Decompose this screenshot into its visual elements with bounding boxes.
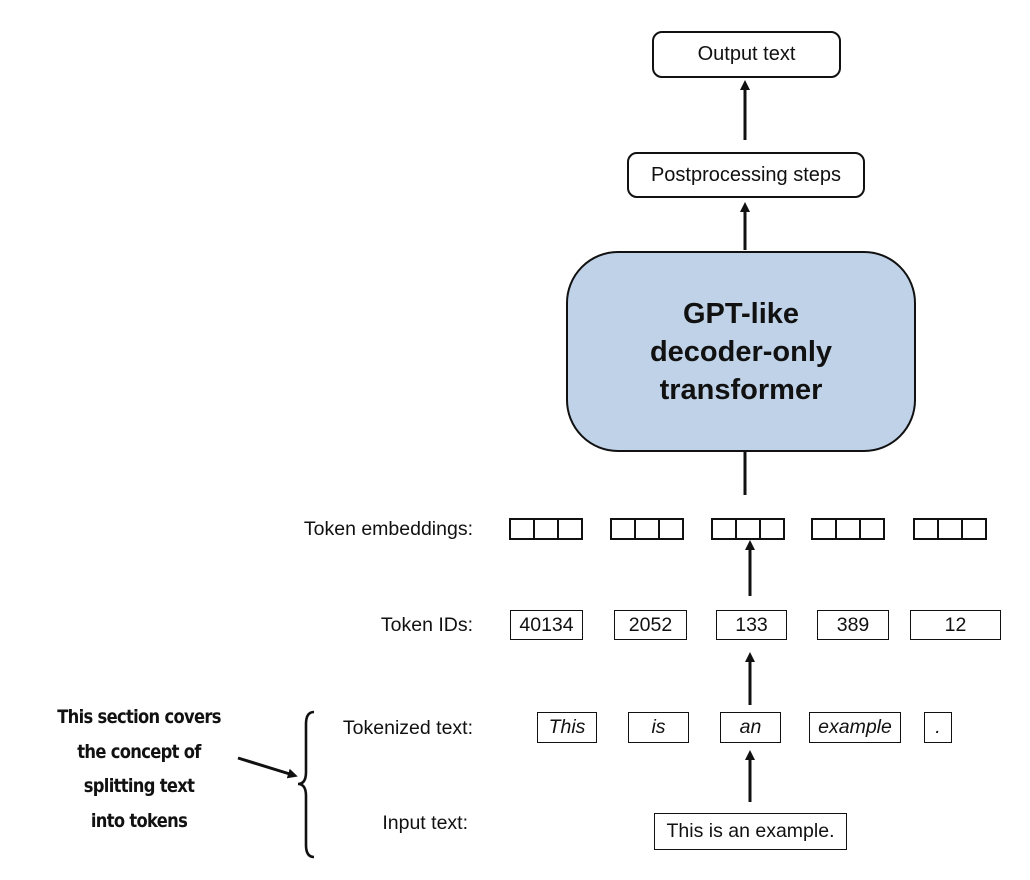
section-note: This section covers the concept of split… [37, 700, 242, 838]
token-box: This [537, 712, 597, 743]
token-id-box: 389 [817, 610, 889, 640]
embedding-cell [759, 518, 785, 540]
transformer-box: GPT-like decoder-only transformer [566, 251, 916, 452]
transformer-line-3: transformer [659, 373, 823, 406]
embedding-cell [634, 518, 660, 540]
arrow-note [237, 756, 298, 779]
note-line-4: into tokens [90, 809, 188, 832]
token-id-box: 2052 [614, 610, 687, 640]
label-tokenized-text: Tokenized text: [342, 717, 473, 739]
embedding-vector [610, 518, 684, 540]
note-line-2: the concept of [77, 740, 201, 763]
note-line-3: splitting text [83, 775, 195, 797]
embedding-cell [961, 518, 987, 540]
embedding-cell [835, 518, 861, 540]
embedding-cell [557, 518, 583, 540]
embedding-vector [509, 518, 583, 540]
token-box: an [720, 712, 781, 743]
embedding-cell [533, 518, 559, 540]
embedding-cell [509, 518, 535, 540]
embedding-cell [811, 518, 837, 540]
embedding-cell [735, 518, 761, 540]
label-token-embeddings: Token embeddings: [303, 518, 473, 540]
brace [297, 710, 315, 859]
token-id-box: 12 [910, 610, 1001, 640]
embedding-cell [711, 518, 737, 540]
output-text-label: Output text [697, 43, 796, 65]
token-id-box: 133 [716, 610, 787, 640]
embedding-cell [913, 518, 939, 540]
label-token-ids: Token IDs: [380, 614, 473, 636]
embedding-cell [937, 518, 963, 540]
embedding-vector [913, 518, 987, 540]
embedding-cell [859, 518, 885, 540]
embedding-cell [610, 518, 636, 540]
embedding-cell [658, 518, 684, 540]
postprocessing-box: Postprocessing steps [627, 152, 865, 198]
output-text-box: Output text [652, 31, 841, 78]
token-box: is [628, 712, 689, 743]
token-box: . [924, 712, 952, 743]
transformer-line-2: decoder-only [649, 335, 833, 368]
postprocessing-label: Postprocessing steps [650, 163, 842, 186]
embedding-vector [711, 518, 785, 540]
embedding-vector [811, 518, 885, 540]
note-line-1: This section covers [57, 706, 221, 728]
token-id-box: 40134 [510, 610, 583, 640]
label-input-text: Input text: [382, 812, 468, 834]
token-box: example [809, 712, 901, 743]
transformer-line-1: GPT-like [682, 297, 800, 330]
input-text-box: This is an example. [654, 813, 847, 850]
